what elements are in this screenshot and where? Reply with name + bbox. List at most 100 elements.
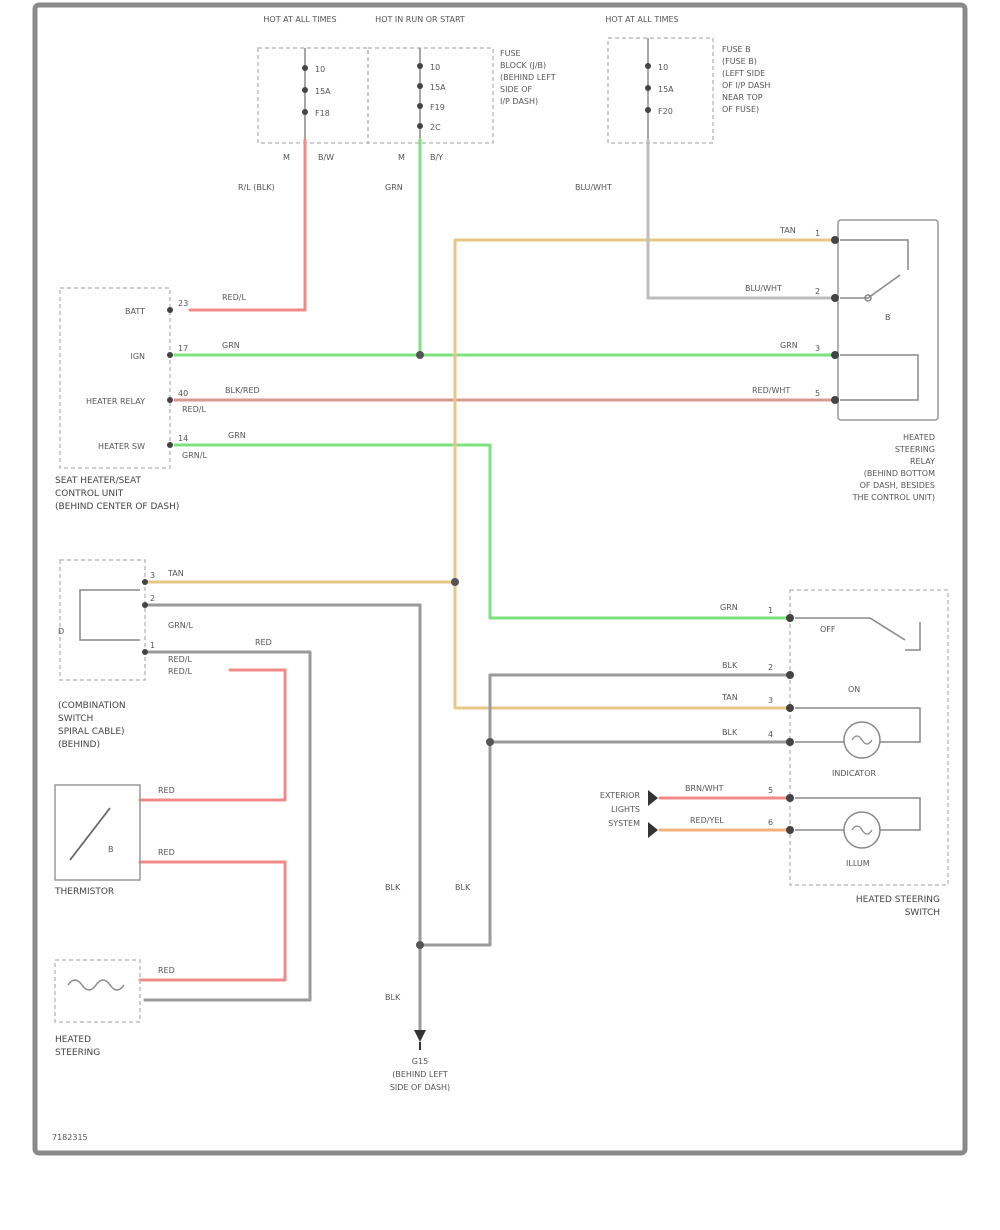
heated-steering-relay: 1 2 3 5 B HEATED STEERING RELAY (BEHIND …: [815, 219, 939, 502]
wire-label-blu: BLU/WHT: [745, 284, 782, 293]
fuse-box-right: HOT AT ALL TIMES 10 15A F20 FUSE B (FUSE…: [605, 15, 770, 144]
seat-heater-control-unit: BATT IGN HEATER RELAY HEATER SW 23 17 40…: [55, 287, 207, 512]
cs-pin-1: 1: [150, 641, 155, 650]
cs-sub-2: RED/L: [168, 655, 192, 664]
sw-label-2: SWITCH: [905, 908, 940, 918]
wire-heater-return-gray: [143, 650, 312, 1002]
cu-pin-batt: BATT: [125, 307, 145, 316]
cu-num-relay: 40: [178, 389, 188, 398]
sw-inner-on: ON: [848, 685, 860, 694]
fuse-center-note-2: BLOCK (J/B): [500, 61, 546, 70]
fuse-center-pin-2: 15A: [430, 83, 446, 92]
fuse-center-pin-1: 10: [430, 63, 440, 72]
cs-label-2: SWITCH: [58, 714, 93, 724]
wire-label-red3: RED: [158, 966, 175, 975]
fuse-left-footer-1: M: [283, 153, 290, 162]
fuse-center-note-1: FUSE: [500, 49, 521, 58]
wire-label-brnwht: BRN/WHT: [685, 784, 724, 793]
cu-label-3: (BEHIND CENTER OF DASH): [55, 502, 179, 512]
fuse-box-center: HOT IN RUN OR START 10 15A F19 2C M B/Y …: [367, 15, 556, 162]
sw-pin-5: 5: [768, 786, 773, 795]
fuse-center-note-5: I/P DASH): [500, 97, 538, 106]
wire-label-grn-relay: GRN: [780, 341, 798, 350]
cs-sub-1: GRN/L: [168, 621, 193, 630]
fuse-center-header: HOT IN RUN OR START: [375, 15, 465, 24]
diagram-id: 7182315: [52, 1133, 88, 1142]
fuse-box-left: HOT AT ALL TIMES 10 15A F18 M B/W: [257, 15, 369, 162]
sw-inner-off: OFF: [820, 625, 836, 634]
ground-label-2: (BEHIND LEFT: [392, 1070, 448, 1079]
wire-label-gry1: BLK: [722, 661, 738, 670]
thermistor-mark: B: [108, 845, 114, 854]
fuse-right-header: HOT AT ALL TIMES: [605, 15, 678, 24]
wire-label-blk-v1: BLK: [385, 883, 401, 892]
fuse-right-note-3: (LEFT SIDE: [722, 69, 765, 78]
steering-heater: HEATED STEERING: [54, 959, 141, 1058]
wire-label-tan: TAN: [779, 226, 796, 235]
cu-label-2: CONTROL UNIT: [55, 489, 124, 499]
cu-num-ign: 17: [178, 344, 188, 353]
wire-label-blk-v3: BLK: [385, 993, 401, 1002]
sw-pin-6: 6: [768, 818, 773, 827]
relay-label-1: HEATED: [903, 433, 935, 442]
thermistor-label: THERMISTOR: [54, 887, 114, 897]
wire-relay-tan: [453, 238, 832, 710]
fuse-left-header-1: HOT AT ALL TIMES: [263, 15, 336, 24]
relay-pin-5: 5: [815, 389, 820, 398]
ground-label-1: G15: [412, 1057, 428, 1066]
ext-label-2: LIGHTS: [611, 805, 640, 814]
diagram-frame: [32, 2, 968, 1156]
wire-thermistor-red-2: [138, 860, 287, 982]
fuse-left-footer-2: B/W: [318, 153, 334, 162]
ground-g15: G15 (BEHIND LEFT SIDE OF DASH): [390, 1030, 450, 1092]
wire-label-tan2: TAN: [167, 569, 184, 578]
clock-spring: 3 2 1 D GRN/L RED/L RED/L (COMBINATION S…: [58, 559, 193, 750]
fuse-left-pin-3: F18: [315, 109, 330, 118]
fuse-right-note-4: OF I/P DASH: [722, 81, 770, 90]
fuse-right-pin-2: 15A: [658, 85, 674, 94]
cu-sub-sw: GRN/L: [182, 451, 207, 460]
fuse-center-note-3: (BEHIND LEFT: [500, 73, 556, 82]
wire-label-top-center: GRN: [385, 183, 403, 192]
cu-label-1: SEAT HEATER/SEAT: [55, 476, 141, 486]
wire-label-top-left: R/L (BLK): [238, 183, 275, 192]
wire-ground-gray-switch: [418, 673, 792, 947]
heater-label-2: STEERING: [55, 1048, 100, 1058]
sw-label-1: HEATED STEERING: [856, 895, 940, 905]
cu-pin-sw: HEATER SW: [98, 442, 145, 451]
cu-pin-ign: IGN: [130, 352, 145, 361]
wire-label-top-right: BLU/WHT: [575, 183, 612, 192]
wire-label-redyel: RED/YEL: [690, 816, 724, 825]
wire-label-tan3: TAN: [721, 693, 738, 702]
wire-label-grn2: GRN: [720, 603, 738, 612]
cs-label-1: (COMBINATION: [58, 701, 126, 711]
cu-num-batt: 23: [178, 299, 188, 308]
wire-label-grn-b: GRN: [228, 431, 246, 440]
wire-label-blk-v2: BLK: [455, 883, 471, 892]
fuse-left-pin-1: 10: [315, 65, 325, 74]
wire-thermistor-red-1: [138, 668, 287, 802]
cu-sub-relay: RED/L: [182, 405, 206, 414]
fuse-center-pin-4: 2C: [430, 123, 441, 132]
relay-label-3: RELAY: [910, 457, 935, 466]
wire-label-red2: RED: [158, 848, 175, 857]
thermistor: B THERMISTOR: [54, 784, 141, 897]
sw-pin-1: 1: [768, 606, 773, 615]
sw-pin-4: 4: [768, 730, 773, 739]
cs-sub-3: RED/L: [168, 667, 192, 676]
cs-inner-mark: D: [58, 627, 64, 636]
wire-label-red1: RED: [158, 786, 175, 795]
relay-label-2: STEERING: [895, 445, 935, 454]
fuse-left-pin-2: 15A: [315, 87, 331, 96]
relay-pin-2: 2: [815, 287, 820, 296]
sw-pin-3: 3: [768, 696, 773, 705]
fuse-right-note-6: OF FUSE): [722, 105, 759, 114]
fuse-center-footer-2: B/Y: [430, 153, 443, 162]
relay-label-4: (BEHIND BOTTOM: [864, 469, 935, 478]
wire-label-blk: BLK/RED: [225, 386, 260, 395]
exterior-lights-system: EXTERIOR LIGHTS SYSTEM: [600, 790, 658, 838]
ext-label-1: EXTERIOR: [600, 791, 641, 800]
fuse-right-note-1: FUSE B: [722, 45, 751, 54]
fuse-center-note-4: SIDE OF: [500, 85, 532, 94]
